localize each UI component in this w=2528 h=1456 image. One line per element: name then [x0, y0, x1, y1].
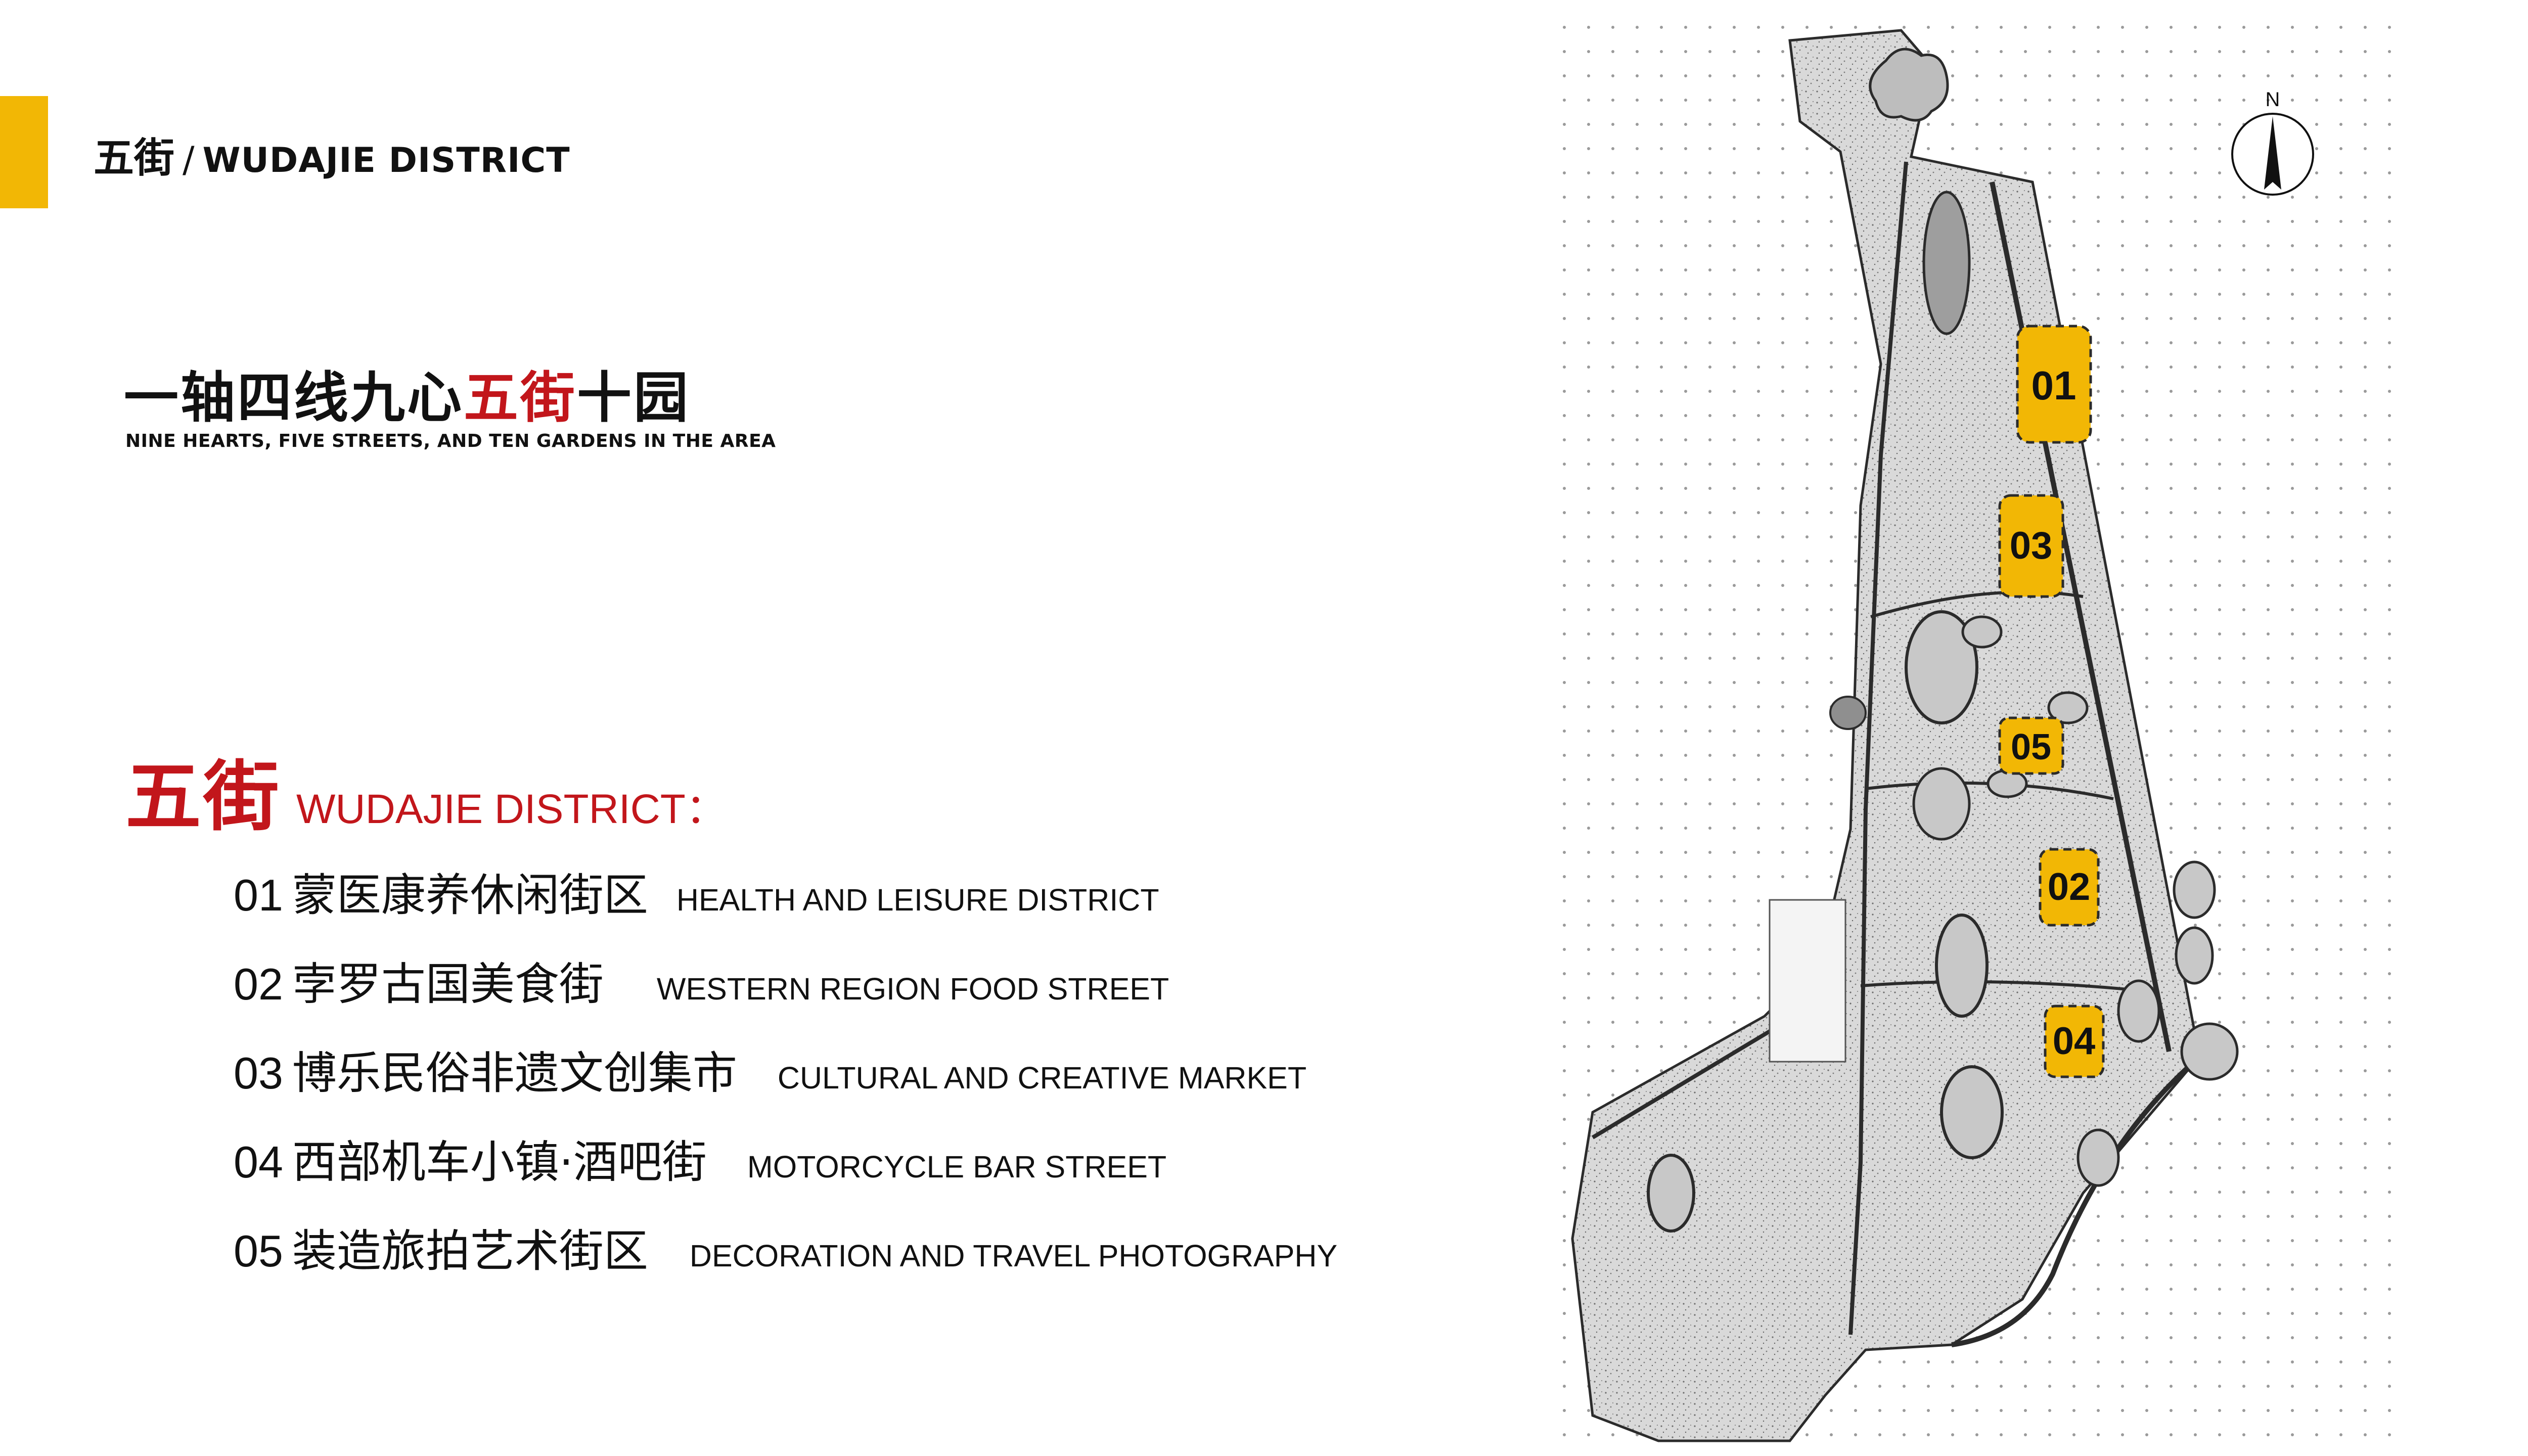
header-title-en: WUDAJIE DISTRICT [202, 141, 570, 180]
page-header: 五街 / WUDAJIE DISTRICT [94, 125, 570, 184]
zone-marker-04: 04 [2044, 1005, 2105, 1078]
section-heading-zh: 五街 [125, 753, 282, 841]
street-name-zh: 西部机车小镇·酒吧街 [292, 1136, 707, 1188]
street-number: 01 [234, 870, 283, 920]
street-item-01: 01 蒙医康养休闲街区 HEALTH AND LEISURE DISTRICT [234, 859, 1337, 948]
main-title-highlight: 五街 [464, 367, 577, 430]
zone-marker-02: 02 [2039, 848, 2100, 927]
main-title-part2: 十园 [577, 367, 691, 430]
zone-marker-label: 05 [2011, 727, 2051, 767]
street-number: 05 [234, 1226, 283, 1276]
spine-garden-4 [1912, 767, 1971, 841]
spine-garden-2 [1905, 610, 1978, 724]
compass-north-label: N [2266, 88, 2280, 111]
section-heading: 五街 WUDAJIE DISTRICT： [125, 736, 727, 845]
spine-garden-7 [1935, 914, 1989, 1018]
street-number: 04 [234, 1137, 283, 1187]
road-cross-3 [1860, 980, 2144, 992]
site-plan-map: N 01 03 05 02 04 [1537, 0, 2427, 1456]
accent-bar [0, 96, 48, 208]
street-item-02: 02 孛罗古国美食街 WESTERN REGION FOOD STREET [234, 948, 1337, 1037]
north-arrow-icon: N [2231, 88, 2314, 196]
road-central [1848, 161, 1908, 1335]
north-garden [1869, 48, 1949, 122]
east-garden-2 [2175, 926, 2214, 985]
street-item-04: 04 西部机车小镇·酒吧街 MOTORCYCLE BAR STREET [234, 1126, 1337, 1215]
street-name-en: MOTORCYCLE BAR STREET [747, 1150, 1167, 1184]
empty-plot [1769, 899, 1846, 1063]
street-item-05: 05 装造旅拍艺术街区 DECORATION AND TRAVEL PHOTOG… [234, 1215, 1337, 1304]
zone-marker-label: 02 [2048, 866, 2091, 908]
street-item-03: 03 博乐民俗非遗文创集市 CULTURAL AND CREATIVE MARK… [234, 1037, 1337, 1126]
zone-marker-03: 03 [1998, 494, 2064, 598]
spine-garden-8 [1940, 1065, 2004, 1159]
main-subtitle: NINE HEARTS, FIVE STREETS, AND TEN GARDE… [125, 431, 776, 451]
street-number: 02 [234, 959, 283, 1009]
main-title-part1: 一轴四线九心 [124, 367, 464, 430]
spine-garden-5 [1987, 769, 2028, 798]
street-number: 03 [234, 1048, 283, 1098]
street-name-en: CULTURAL AND CREATIVE MARKET [777, 1061, 1307, 1095]
east-garden-5 [2076, 1128, 2120, 1187]
street-name-en: WESTERN REGION FOOD STREET [656, 972, 1169, 1006]
zone-marker-label: 01 [2032, 363, 2076, 408]
pond [1829, 696, 1867, 730]
section-heading-en: WUDAJIE DISTRICT： [296, 786, 727, 832]
spine-garden-6 [2047, 691, 2089, 724]
street-name-zh: 孛罗古国美食街 [292, 958, 604, 1010]
east-garden-3 [2117, 979, 2160, 1043]
east-garden-4 [2180, 1022, 2239, 1081]
spine-garden-1 [1922, 191, 1971, 335]
street-name-zh: 装造旅拍艺术街区 [292, 1225, 648, 1277]
header-title-zh: 五街 [94, 134, 174, 181]
zone-marker-label: 04 [2053, 1020, 2096, 1063]
zone-marker-01: 01 [2016, 325, 2092, 444]
header-divider: / [183, 139, 195, 180]
street-name-en: HEALTH AND LEISURE DISTRICT [676, 883, 1159, 917]
road-southeast-curve [1951, 1060, 2196, 1347]
street-list: 01 蒙医康养休闲街区 HEALTH AND LEISURE DISTRICT … [234, 859, 1337, 1304]
spine-garden-3 [1961, 615, 2003, 649]
street-name-en: DECORATION AND TRAVEL PHOTOGRAPHY [689, 1239, 1338, 1273]
street-name-zh: 蒙医康养休闲街区 [292, 869, 648, 921]
zone-marker-05: 05 [1998, 716, 2064, 775]
main-title: 一轴四线九心五街十园 [124, 354, 690, 433]
site-plan-svg: N 01 03 05 02 04 [1552, 15, 2412, 1442]
road-east [1990, 181, 2172, 1052]
southwest-garden [1647, 1154, 1695, 1233]
street-name-zh: 博乐民俗非遗文创集市 [292, 1047, 737, 1099]
zone-marker-label: 03 [2010, 524, 2053, 567]
east-garden-1 [2173, 860, 2216, 919]
